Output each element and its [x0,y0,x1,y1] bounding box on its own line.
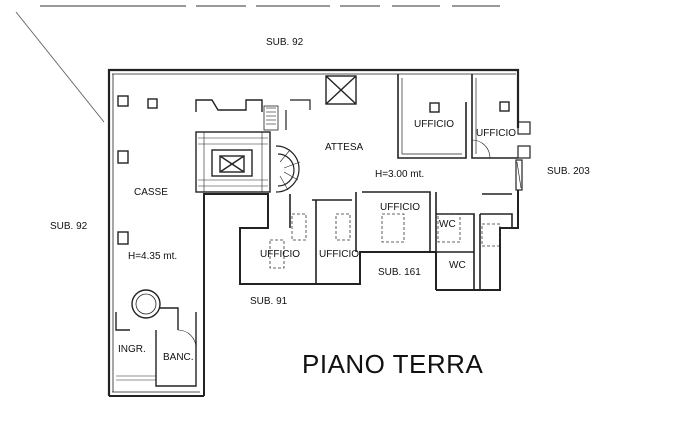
label-height-casse: H=4.35 mt. [128,251,177,262]
stair-block [195,99,279,193]
label-banc: BANC. [163,352,194,363]
pillars [117,95,510,245]
office-walls-lower [289,191,513,290]
label-ingr: INGR. [118,344,146,355]
spiral-stair [275,145,301,193]
label-ufficio-top-right: UFFICIO [476,128,516,139]
duct-box [325,75,357,105]
label-sub92-top: SUB. 92 [266,37,304,48]
entrance-area [115,289,197,387]
label-casse: CASSE [134,187,168,198]
label-ufficio-bottom-mid: UFFICIO [319,249,359,260]
dashed-fixtures [269,213,501,269]
label-ufficio-top-center: UFFICIO [414,119,454,130]
label-sub161: SUB. 161 [378,267,421,278]
diagonal-boundary [15,11,105,123]
label-ufficio-bottom-left: UFFICIO [260,249,300,260]
plan-title: PIANO TERRA [302,349,483,379]
label-ufficio-mid: UFFICIO [380,202,420,213]
label-wc-lower: WC [449,260,466,271]
stair-steps [198,107,276,192]
label-attesa: ATTESA [325,142,363,153]
outer-walls [107,68,520,397]
east-notches [515,121,531,191]
label-height-attesa: H=3.00 mt. [375,169,424,180]
label-sub91: SUB. 91 [250,296,288,307]
label-sub92-left: SUB. 92 [50,221,88,232]
label-sub203: SUB. 203 [547,166,590,177]
office-walls-top [397,74,518,159]
attesa-wall-step [290,99,311,110]
label-wc-upper: WC [439,219,456,230]
